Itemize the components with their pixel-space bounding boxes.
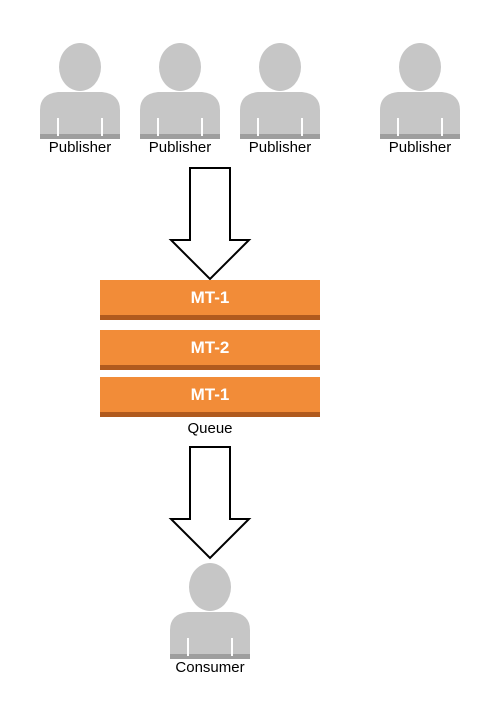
publisher-label: Publisher <box>248 139 312 156</box>
queue-item: MT-1 <box>100 280 320 320</box>
publisher-4: Publisher <box>378 42 462 156</box>
down-arrow-icon <box>168 167 252 281</box>
publisher-label: Publisher <box>148 139 212 156</box>
person-icon <box>240 43 320 139</box>
queue-item: MT-2 <box>100 330 320 370</box>
publisher-label: Publisher <box>48 139 112 156</box>
person-icon <box>140 43 220 139</box>
consumer-label: Consumer <box>175 659 245 676</box>
publisher-1: Publisher <box>38 42 122 156</box>
person-icon <box>170 563 250 659</box>
publisher-label: Publisher <box>388 139 452 156</box>
person-icon <box>40 43 120 139</box>
publisher-2: Publisher <box>138 42 222 156</box>
queue-label: Queue <box>187 420 233 437</box>
person-icon <box>380 43 460 139</box>
consumer: Consumer <box>168 562 252 676</box>
down-arrow-icon <box>168 446 252 560</box>
publisher-3: Publisher <box>238 42 322 156</box>
queue-item: MT-1 <box>100 377 320 417</box>
